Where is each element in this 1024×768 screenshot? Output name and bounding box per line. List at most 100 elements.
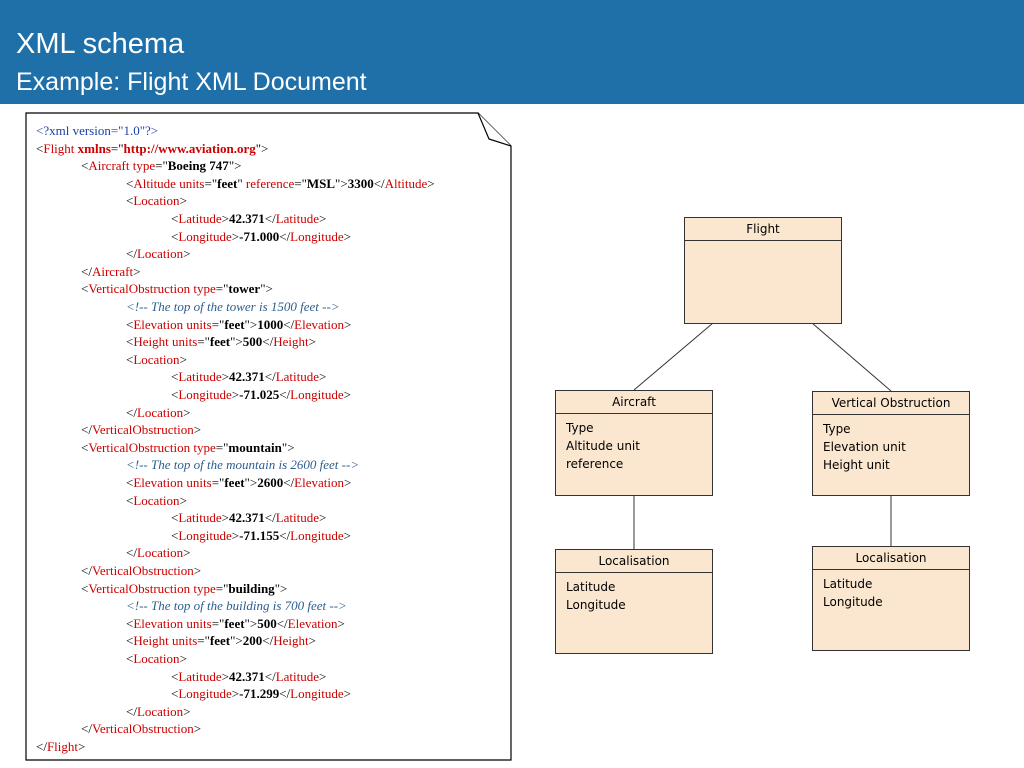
xml-token: > <box>193 721 202 737</box>
xml-token: 2600 <box>257 475 284 490</box>
xml-token: feet <box>224 316 245 332</box>
xml-code-line: </Aircraft> <box>81 263 140 281</box>
xml-token: feet <box>209 633 231 649</box>
xml-token: </ <box>264 369 276 385</box>
xml-token: </ <box>126 404 137 420</box>
attribute: Type <box>823 422 851 436</box>
xml-token: > <box>343 316 352 332</box>
aircraft-box-title: Aircraft <box>556 391 712 414</box>
xml-token: Location <box>133 492 180 508</box>
xml-token: Height <box>273 334 309 350</box>
xml-token: > <box>337 615 345 631</box>
xml-token: Latitude <box>178 211 222 226</box>
xml-token: < <box>126 316 134 332</box>
xml-code-line: <VerticalObstruction type="tower"> <box>81 280 273 298</box>
xml-code-line: </VerticalObstruction> <box>81 720 201 738</box>
xml-token: < <box>126 351 134 367</box>
xml-token: VerticalObstruction <box>91 721 194 737</box>
xml-code-line: <Location> <box>126 492 187 510</box>
attribute: Altitude unit <box>566 439 640 453</box>
xml-token: Flight <box>46 739 79 754</box>
attribute: Elevation unit <box>823 440 906 454</box>
xml-token: =" <box>211 615 225 631</box>
xml-token: Elevation <box>294 475 344 490</box>
xml-token: </ <box>283 475 295 490</box>
xml-token: =" <box>215 281 229 297</box>
xml-token: Location <box>136 246 184 262</box>
xml-token: < <box>126 334 134 350</box>
xml-token: "> <box>230 334 243 350</box>
xml-token: <?xml version="1.0"?> <box>36 123 159 138</box>
xml-token: </ <box>283 316 295 332</box>
localisation-box-right: Localisation Latitude Longitude <box>812 546 970 651</box>
xml-token: < <box>81 439 89 455</box>
xml-token: =" <box>215 580 229 596</box>
xml-token: </ <box>264 211 276 226</box>
xml-token: "> <box>230 633 243 649</box>
xml-token: > <box>133 263 141 279</box>
xml-token: Latitude <box>178 369 222 385</box>
xml-token: feet <box>209 334 231 350</box>
xml-code-line: <Height units="feet">200</Height> <box>126 632 316 650</box>
xml-token: > <box>221 369 230 385</box>
xml-token: </ <box>81 263 92 279</box>
attribute: Longitude <box>566 598 626 612</box>
xml-token: mountain <box>228 439 282 455</box>
xml-token: tower <box>228 281 261 297</box>
xml-token: > <box>427 175 435 191</box>
xml-token: Latitude <box>275 668 320 684</box>
xml-token: > <box>319 668 327 684</box>
xml-token: -71.299 <box>239 686 280 702</box>
xml-token: > <box>319 510 327 526</box>
xml-token: building <box>228 580 275 596</box>
xml-token: > <box>193 563 202 578</box>
xml-token: </ <box>279 527 291 543</box>
xml-token: > <box>343 475 352 490</box>
xml-code-line: </Location> <box>126 245 191 263</box>
xml-token: > <box>231 686 240 702</box>
xml-token: Latitude <box>275 369 320 385</box>
xml-token: =" <box>197 633 210 649</box>
localisation-box-left: Localisation Latitude Longitude <box>555 549 713 654</box>
xml-token: "> <box>228 158 242 174</box>
vertical-obstruction-box: Vertical Obstruction Type Elevation unit… <box>812 391 970 496</box>
xml-token: Boeing 747 <box>167 158 229 174</box>
xml-token: </ <box>264 510 276 526</box>
xml-code-line: <Altitude units="feet" reference="MSL">3… <box>126 175 435 193</box>
xml-token: =" <box>211 316 225 332</box>
slide-title: XML schema <box>16 28 185 60</box>
xml-token: "> <box>244 615 258 631</box>
xml-token: 42.371 <box>229 369 265 385</box>
localisation-box-title: Localisation <box>813 547 969 570</box>
vertical-obstruction-box-attributes: Type Elevation unit Height unit <box>813 415 969 479</box>
xml-token: MSL <box>306 175 336 191</box>
xml-token: Aircraft type <box>88 158 156 174</box>
xml-token: > <box>193 422 202 438</box>
xml-token: < <box>126 193 134 209</box>
xml-token: > <box>231 387 240 402</box>
xml-code-line: <Longitude>-71.000</Longitude> <box>171 228 351 246</box>
xml-token: feet <box>217 175 238 191</box>
xml-token: 42.371 <box>229 510 265 526</box>
xml-token: </ <box>262 334 274 350</box>
attribute: Latitude <box>823 577 873 591</box>
xml-token: > <box>78 739 86 754</box>
xml-token: > <box>179 193 187 209</box>
localisation-box-title: Localisation <box>556 550 712 573</box>
xml-token: < <box>171 527 179 543</box>
xml-token: VerticalObstruction type <box>88 580 216 596</box>
xml-token: </ <box>279 228 291 244</box>
xml-token: -71.025 <box>239 387 280 402</box>
xml-token: Longitude <box>178 228 232 244</box>
xml-code-line: <Latitude>42.371</Latitude> <box>171 668 326 686</box>
xml-token: 500 <box>257 615 277 631</box>
xml-token: VerticalObstruction type <box>88 439 216 455</box>
attribute: Longitude <box>823 595 883 609</box>
xml-token: Location <box>136 404 184 420</box>
xml-token: < <box>171 510 179 526</box>
xml-comment-line: <!-- The top of the building is 700 feet… <box>126 597 347 615</box>
xml-code-line: <Latitude>42.371</Latitude> <box>171 509 326 527</box>
xml-token: VerticalObstruction <box>91 422 194 438</box>
header-bar: XML schema Example: Flight XML Document <box>0 0 1024 104</box>
xml-code-line: <VerticalObstruction type="building"> <box>81 580 287 598</box>
